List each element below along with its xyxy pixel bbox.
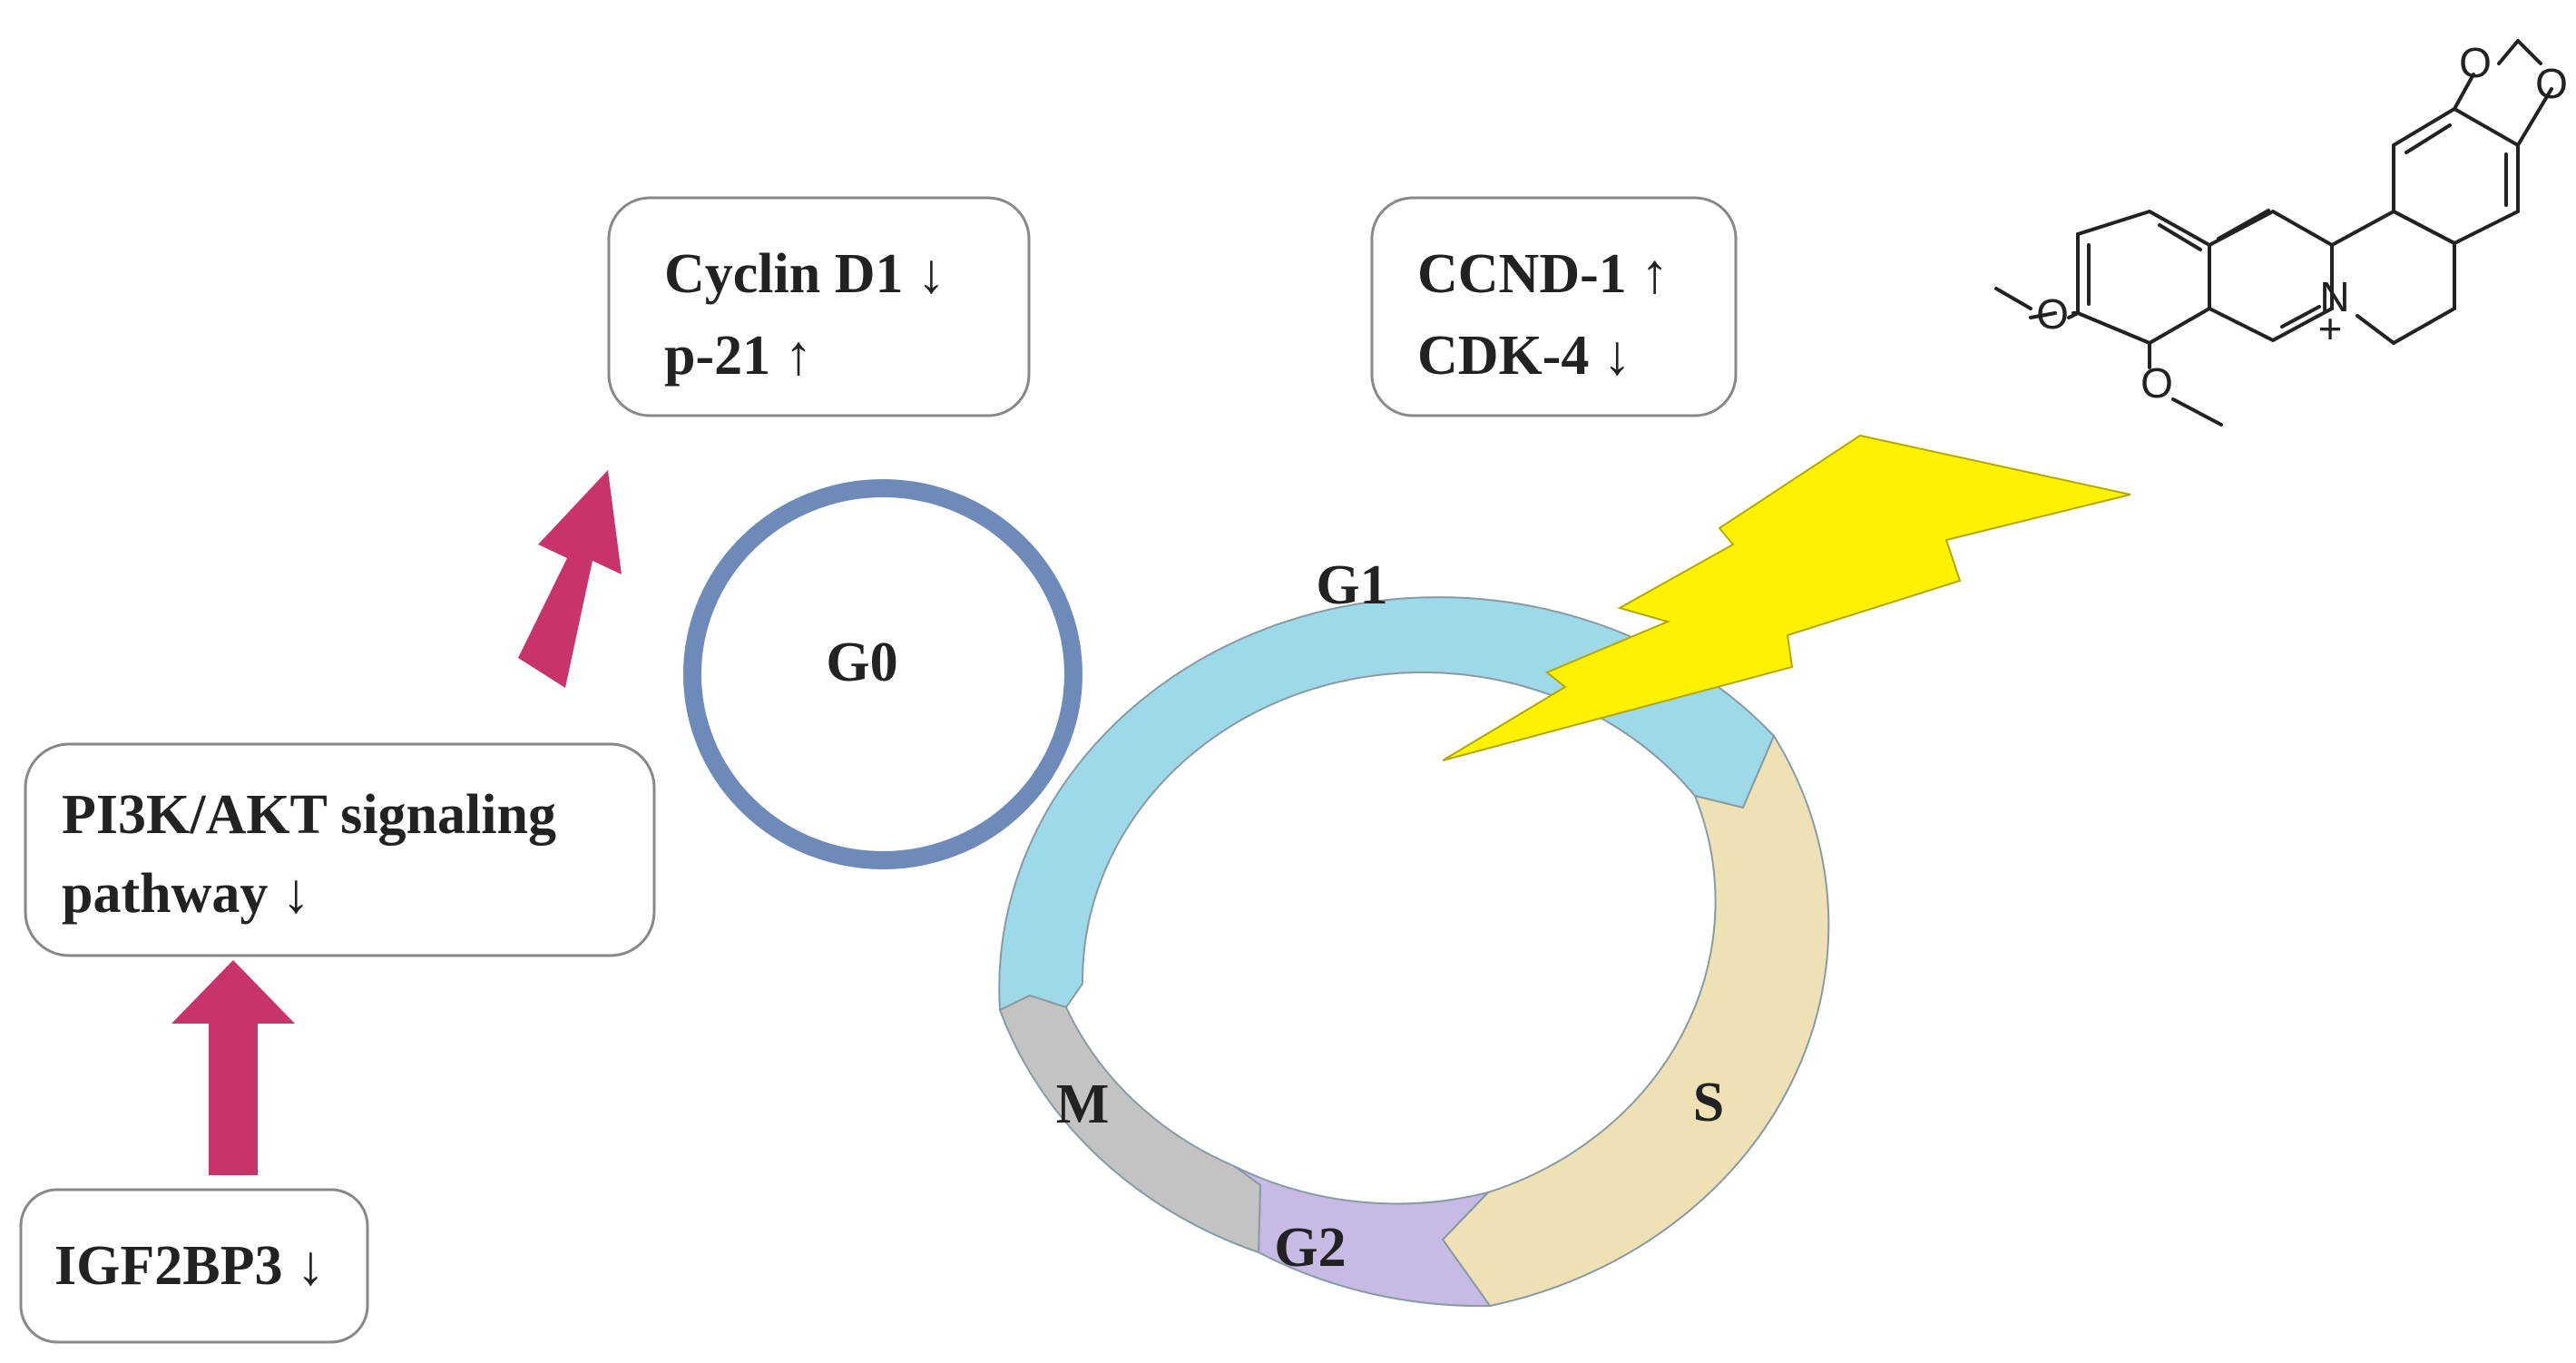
- g0-label: G0: [826, 632, 897, 693]
- atom-n: N: [2319, 273, 2349, 320]
- igf2bp3-box: IGF2BP3 ↓: [19, 1188, 369, 1344]
- up-arrow-icon-pi3k-to-cyclin: [518, 470, 622, 688]
- atom-o-methoxy-left: O: [2036, 290, 2069, 338]
- atom-plus: +: [2318, 305, 2343, 352]
- cyclin-d1-text: Cyclin D1 ↓: [664, 243, 945, 305]
- p21-text: p-21 ↑: [664, 325, 813, 387]
- g2-label: G2: [1274, 1217, 1346, 1279]
- m-segment: [998, 994, 1262, 1254]
- ccnd1-text: CCND-1 ↑: [1417, 243, 1669, 305]
- cell-cycle-ring: [998, 596, 1830, 1308]
- pi3k-akt-text-line1: PI3K/AKT signaling: [62, 784, 556, 846]
- atom-o-top-left: O: [2459, 39, 2492, 86]
- s-segment: [1441, 733, 1830, 1308]
- pi3k-akt-box: PI3K/AKT signaling pathway ↓: [24, 742, 656, 957]
- g2-segment: [1233, 1165, 1492, 1308]
- atom-o-methoxy-bottom: O: [2140, 359, 2173, 407]
- cdk4-text: CDK-4 ↓: [1417, 325, 1631, 387]
- g0-ring: [683, 479, 1082, 869]
- pi3k-akt-text-line2: pathway ↓: [62, 863, 310, 925]
- g1-label: G1: [1316, 554, 1387, 616]
- chemical-structure: [1994, 39, 2553, 427]
- cyclin-p21-box: Cyclin D1 ↓ p-21 ↑: [607, 196, 1031, 417]
- m-label: M: [1056, 1074, 1110, 1135]
- ccnd-cdk-box: CCND-1 ↑ CDK-4 ↓: [1370, 196, 1738, 417]
- s-label: S: [1693, 1072, 1724, 1133]
- chemical-atom-labels: O O O O N +: [2036, 39, 2568, 407]
- igf2bp3-text: IGF2BP3 ↓: [54, 1235, 325, 1297]
- atom-o-top-right: O: [2535, 60, 2568, 107]
- up-arrow-icon-igf2bp3-to-pi3k: [171, 960, 295, 1175]
- lightning-bolt-icon: [1442, 434, 2131, 761]
